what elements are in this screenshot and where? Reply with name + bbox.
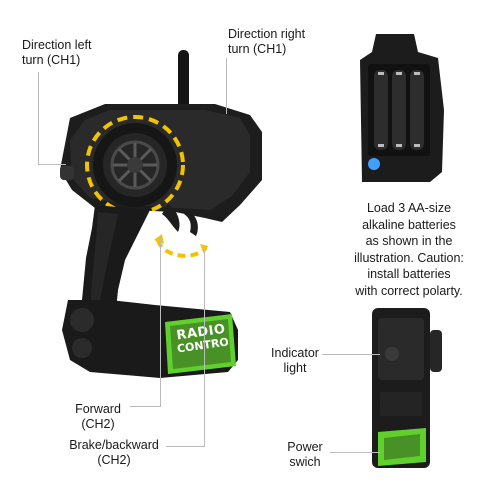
leader-direction-left-h xyxy=(38,164,66,165)
leader-direction-right xyxy=(226,58,227,114)
antenna xyxy=(178,50,189,112)
radio-control-badge xyxy=(165,314,236,374)
leader-direction-left xyxy=(38,72,39,164)
transmitter-side-view xyxy=(372,308,442,468)
battery-compartment xyxy=(360,34,444,182)
label-direction-left: Direction left turn (CH1) xyxy=(22,38,92,67)
label-power-switch: Power swich xyxy=(287,440,323,469)
trigger-direction-arrow xyxy=(156,239,208,258)
leader-brake-h xyxy=(166,446,205,447)
indicator-light xyxy=(385,347,399,361)
leader-power xyxy=(330,452,380,453)
leader-forward xyxy=(160,238,161,406)
label-batteries: Load 3 AA-size alkaline batteries as sho… xyxy=(354,201,464,298)
label-brake-backward: Brake/backward (CH2) xyxy=(69,438,159,467)
wheel-direction-arrow xyxy=(85,115,185,215)
side-knob xyxy=(60,166,74,180)
leader-indicator xyxy=(322,354,380,355)
throttle-trigger[interactable] xyxy=(162,204,180,232)
label-indicator-light: Indicator light xyxy=(271,346,319,375)
leader-brake xyxy=(204,250,205,446)
label-direction-right: Direction right turn (CH1) xyxy=(228,27,306,56)
label-forward: Forward (CH2) xyxy=(75,402,121,431)
leader-forward-h xyxy=(130,406,161,407)
power-switch-panel[interactable] xyxy=(378,428,426,466)
